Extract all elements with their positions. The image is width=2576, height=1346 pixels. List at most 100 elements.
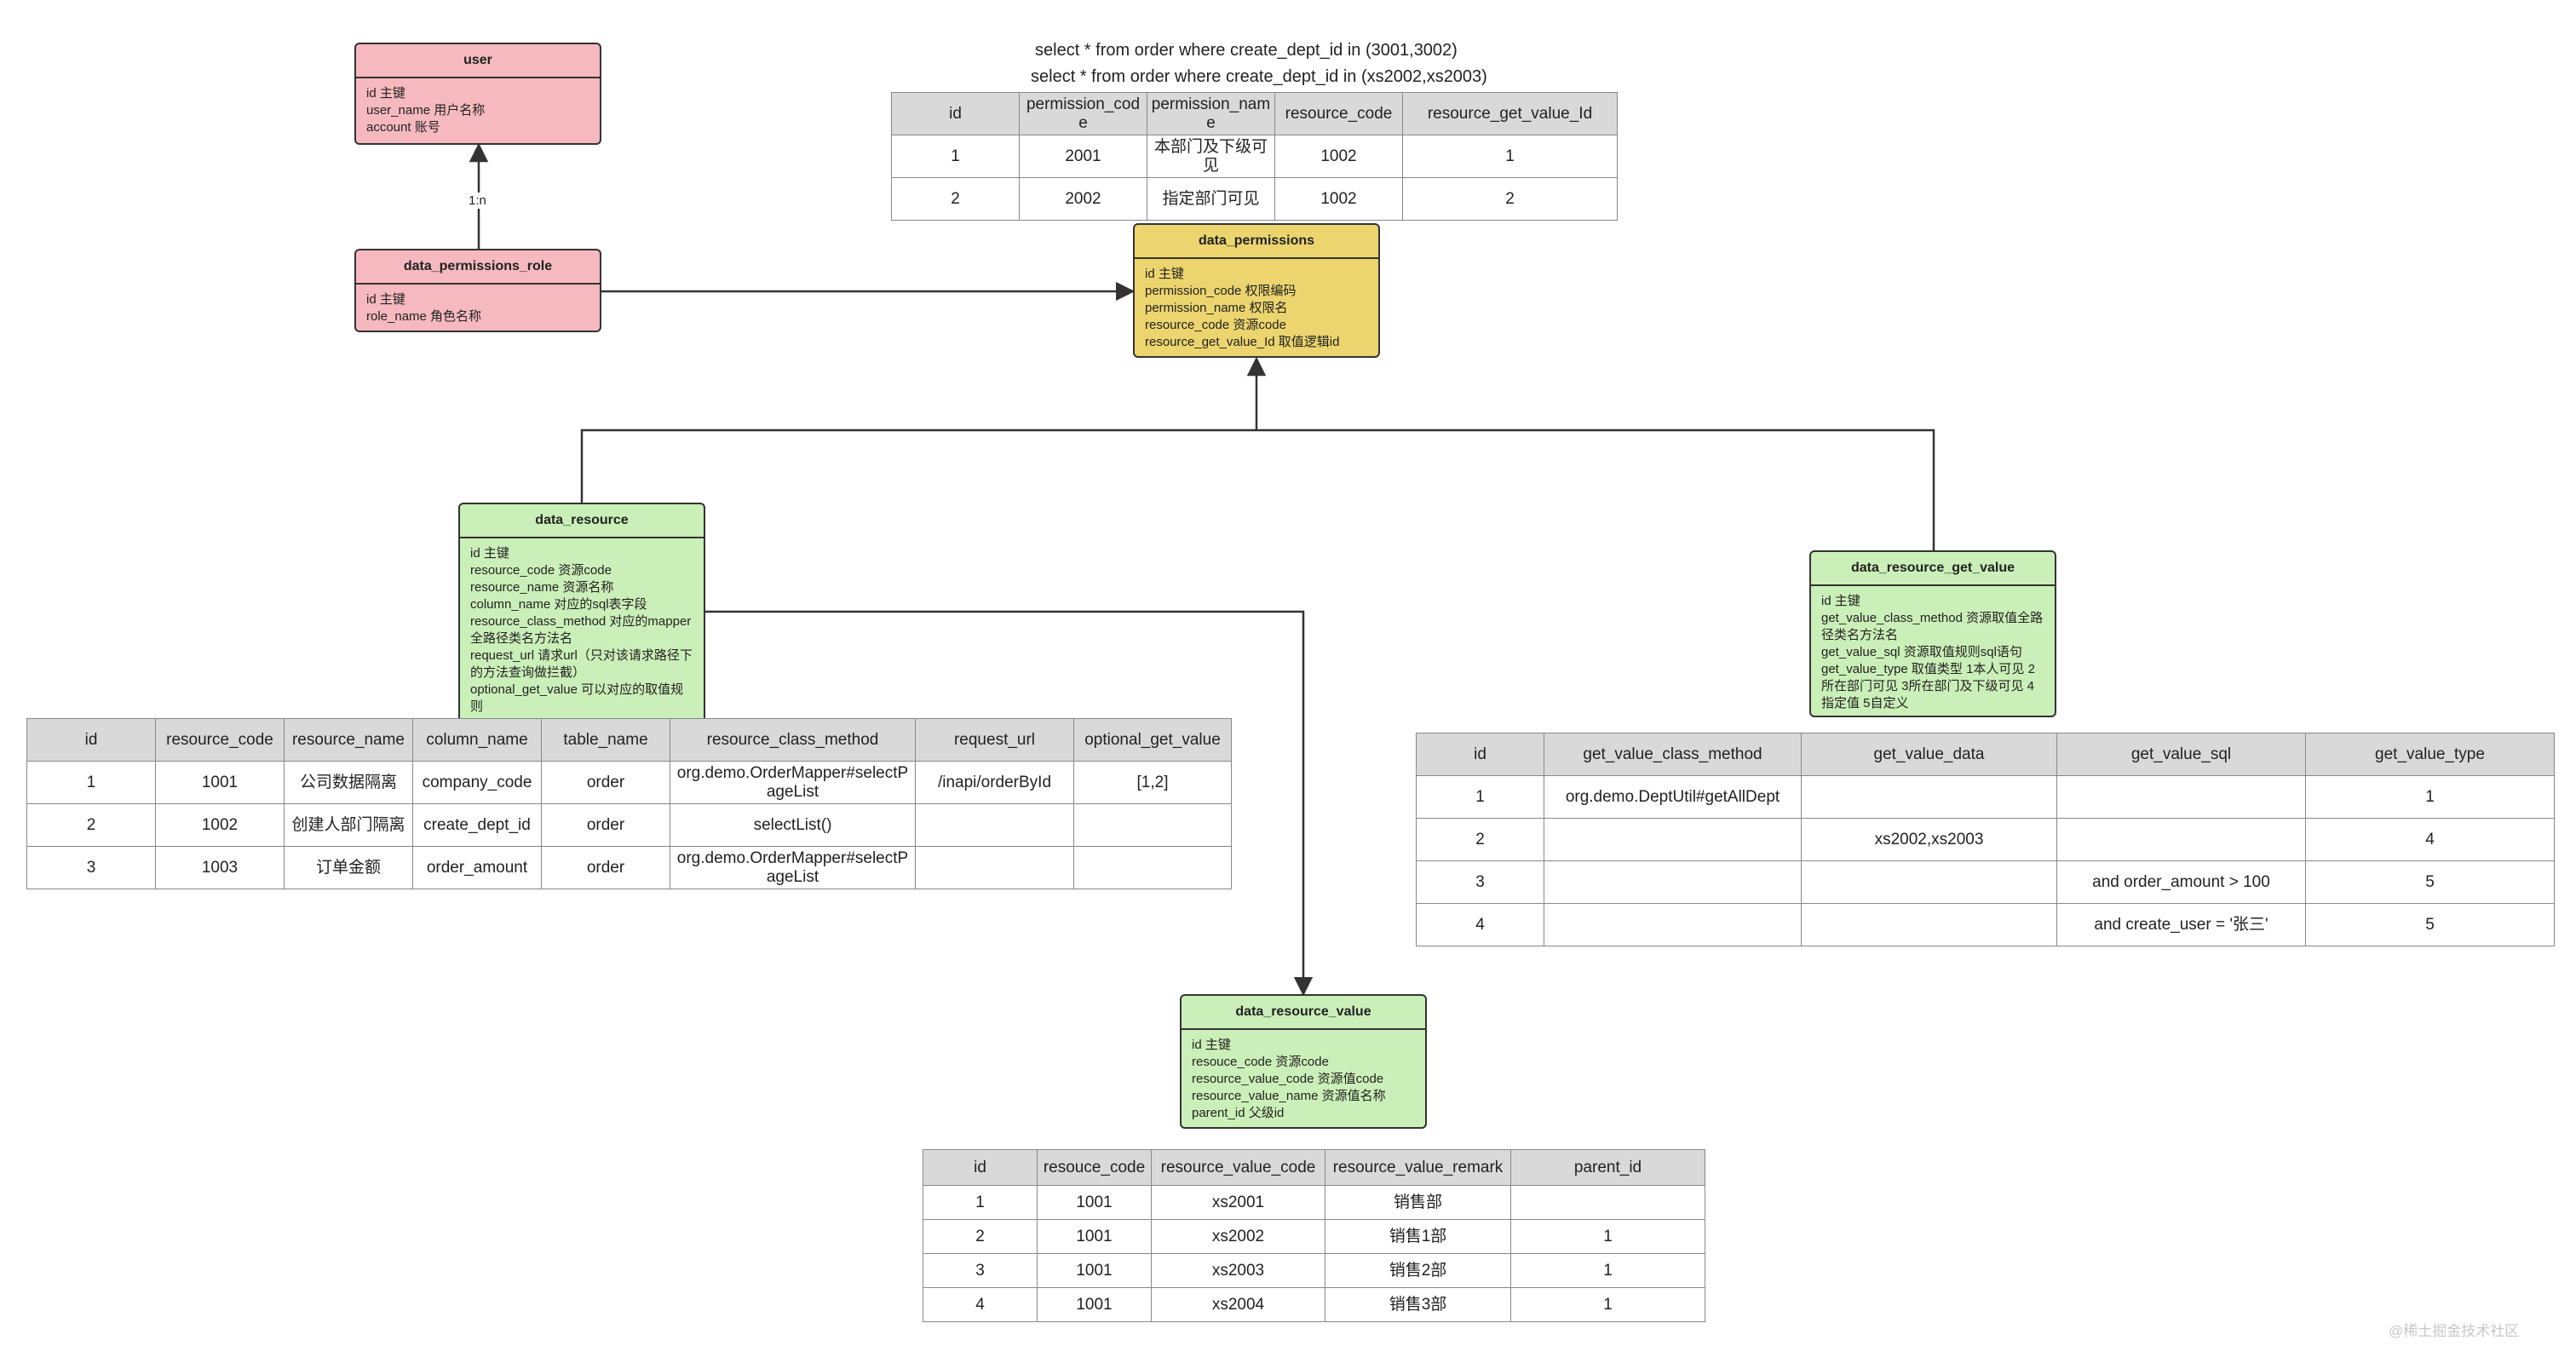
- table-header-cell: permission_name: [1147, 92, 1275, 135]
- entity-field: get_value_class_method 资源取值全路径类名方法名: [1821, 611, 2044, 642]
- table-row: 4 and create_user = '张三' 5: [1416, 903, 2555, 946]
- table-data-resource: id resource_code resource_name column_na…: [26, 718, 1232, 889]
- entity-field: permission_code 权限编码: [1145, 284, 1297, 298]
- entity-field: resource_code 资源code: [1145, 318, 1286, 332]
- table-cell: 2: [1416, 818, 1544, 861]
- entity-field: optional_get_value 可以对应的取值规则: [470, 682, 684, 714]
- table-header-cell: id: [26, 718, 156, 762]
- table-row: 2 1001 xs2002 销售1部 1: [923, 1219, 1705, 1254]
- table-row: 3 1003 订单金额 order_amount order org.demo.…: [26, 846, 1232, 889]
- table-header-cell: id: [923, 1149, 1038, 1186]
- table-cell: selectList(): [670, 803, 916, 847]
- table-cell: 1: [1510, 1253, 1705, 1288]
- table-cell: 4: [923, 1287, 1038, 1322]
- table-cell: 4: [2305, 818, 2555, 861]
- table-cell: org.demo.OrderMapper#selectPageList: [670, 761, 916, 804]
- table-header-cell: resource_value_code: [1151, 1149, 1325, 1186]
- entity-field: id 主键: [1192, 1038, 1231, 1052]
- entity-field: resource_value_code 资源值code: [1192, 1072, 1384, 1086]
- table-cell: order: [541, 761, 670, 804]
- table-cell: xs2002,xs2003: [1801, 818, 2057, 861]
- table-header-cell: get_value_class_method: [1544, 733, 1802, 776]
- table-cell: 指定部门可见: [1147, 177, 1275, 221]
- entity-title: data_permissions_role: [356, 250, 600, 285]
- table-header-cell: resource_class_method: [670, 718, 916, 762]
- table-cell: 4: [1416, 903, 1544, 946]
- entity-field: resource_value_name 资源值名称: [1192, 1089, 1386, 1103]
- table-header-cell: get_value_data: [1801, 733, 2057, 776]
- table-cell: 销售部: [1325, 1185, 1511, 1220]
- entity-data-resource[interactable]: data_resource id 主键 resource_code 资源code…: [458, 503, 705, 724]
- table-cell: 3: [923, 1253, 1038, 1288]
- entity-field: resource_get_value_Id 取值逻辑id: [1145, 335, 1340, 349]
- table-cell: 1: [26, 761, 156, 804]
- table-header-cell: parent_id: [1510, 1149, 1705, 1186]
- entity-field: parent_id 父级id: [1192, 1106, 1285, 1120]
- table-cell: 本部门及下级可见: [1147, 135, 1275, 178]
- entity-field: resource_class_method 对应的mapper全路径类名方法名: [470, 614, 692, 646]
- entity-field: get_value_type 取值类型 1本人可见 2所在部门可见 3所在部门及…: [1821, 662, 2035, 710]
- table-cell: [1801, 903, 2057, 946]
- table-cell: 订单金额: [284, 846, 413, 889]
- table-data-resource-value: id resouce_code resource_value_code reso…: [923, 1149, 1705, 1322]
- entity-field: request_url 请求url（只对该请求路径下的方法查询做拦截）: [470, 648, 693, 680]
- table-cell: [915, 846, 1074, 889]
- table-cell: 销售1部: [1325, 1219, 1511, 1254]
- table-cell: org.demo.DeptUtil#getAllDept: [1544, 775, 1802, 819]
- table-cell: 创建人部门隔离: [284, 803, 413, 847]
- table-cell: [1544, 860, 1802, 904]
- table-cell: [915, 803, 1074, 847]
- table-cell: xs2004: [1151, 1287, 1325, 1322]
- table-cell: and create_user = '张三': [2056, 903, 2306, 946]
- table-header-cell: id: [891, 92, 1020, 135]
- table-header-cell: get_value_sql: [2056, 733, 2306, 776]
- table-cell: 1001: [155, 761, 285, 804]
- table-cell: 1001: [1037, 1185, 1152, 1220]
- entity-field: column_name 对应的sql表字段: [470, 597, 647, 612]
- table-cell: 1: [2305, 775, 2555, 819]
- table-cell: order_amount: [412, 846, 542, 889]
- entity-title: user: [356, 44, 600, 78]
- table-row: 1 1001 公司数据隔离 company_code order org.dem…: [26, 761, 1232, 804]
- entity-user[interactable]: user id 主键 user_name 用户名称 account 账号: [354, 43, 601, 145]
- table-cell: order: [541, 803, 670, 847]
- entity-data-permissions[interactable]: data_permissions id 主键 permission_code 权…: [1133, 223, 1380, 358]
- entity-field: resource_code 资源code: [470, 563, 612, 578]
- entity-data-permissions-role[interactable]: data_permissions_role id 主键 role_name 角色…: [354, 249, 601, 332]
- entity-data-resource-get-value[interactable]: data_resource_get_value id 主键 get_value_…: [1809, 550, 2056, 717]
- table-cell: 1: [1510, 1287, 1705, 1322]
- table-row: 2 xs2002,xs2003 4: [1416, 818, 2555, 861]
- table-header-cell: optional_get_value: [1073, 718, 1232, 762]
- table-header-cell: get_value_type: [2305, 733, 2555, 776]
- table-cell: 1: [923, 1185, 1038, 1220]
- entity-field: id 主键: [470, 546, 509, 561]
- table-cell: /inapi/orderById: [915, 761, 1074, 804]
- table-cell: company_code: [412, 761, 542, 804]
- table-cell: create_dept_id: [412, 803, 542, 847]
- table-cell: [2056, 818, 2306, 861]
- table-cell: [2056, 775, 2306, 819]
- table-row: 3 and order_amount > 100 5: [1416, 860, 2555, 904]
- table-row: 3 1001 xs2003 销售2部 1: [923, 1253, 1705, 1288]
- table-cell: [1801, 860, 2057, 904]
- table-cell: 1002: [155, 803, 285, 847]
- table-cell: order: [541, 846, 670, 889]
- table-cell: 5: [2305, 860, 2555, 904]
- table-cell: 2001: [1019, 135, 1147, 178]
- table-cell: 2002: [1019, 177, 1147, 221]
- entity-field: role_name 角色名称: [366, 309, 482, 324]
- table-row: 2 2002 指定部门可见 1002 2: [891, 177, 1618, 221]
- table-cell: xs2002: [1151, 1219, 1325, 1254]
- entity-title: data_resource: [460, 504, 704, 538]
- table-row: 2 1002 创建人部门隔离 create_dept_id order sele…: [26, 803, 1232, 847]
- table-data-permissions: id permission_code permission_name resou…: [891, 92, 1618, 221]
- table-header-cell: resouce_code: [1037, 1149, 1152, 1186]
- table-cell: [1,2]: [1073, 761, 1232, 804]
- entity-data-resource-value[interactable]: data_resource_value id 主键 resouce_code 资…: [1180, 994, 1427, 1129]
- table-cell: [1801, 775, 2057, 819]
- table-cell: 1001: [1037, 1253, 1152, 1288]
- entity-field: id 主键: [1821, 594, 1860, 608]
- table-cell: xs2001: [1151, 1185, 1325, 1220]
- entity-field: id 主键: [1145, 267, 1184, 281]
